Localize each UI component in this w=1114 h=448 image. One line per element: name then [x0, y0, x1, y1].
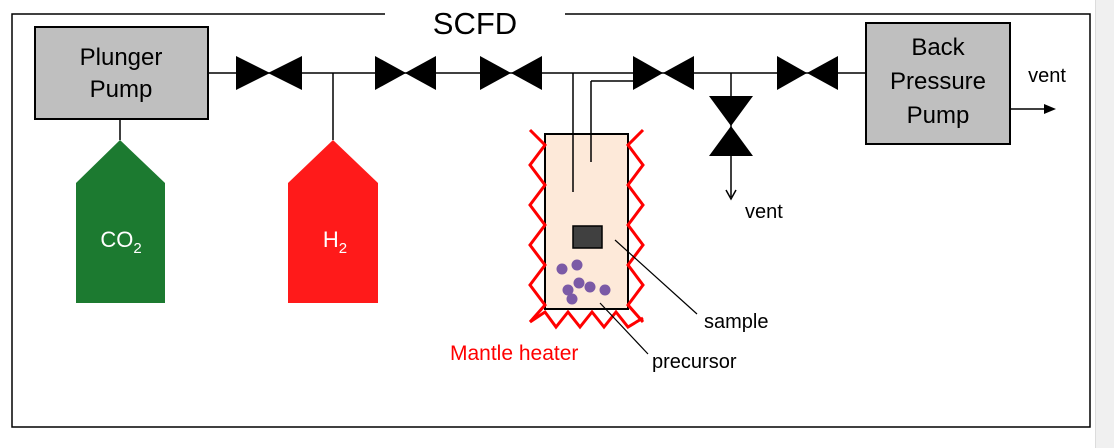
plunger-pump-label-2: Pump	[90, 76, 153, 103]
sample-block	[572, 225, 603, 249]
precursor-label: precursor	[652, 351, 737, 373]
valve-vent[interactable]	[709, 96, 753, 156]
mantle-heater-label: Mantle heater	[450, 342, 578, 365]
valve-3[interactable]	[480, 56, 542, 90]
back-pressure-pump-label-2: Pressure	[890, 68, 986, 95]
heater-bottom	[529, 309, 644, 330]
precursor-callout-line	[599, 302, 649, 355]
heater-right	[626, 128, 645, 323]
reactor-vessel	[544, 133, 629, 310]
h2-label: H2	[323, 227, 347, 257]
vent-bottom-label: vent	[745, 201, 783, 223]
h2-cylinder: H2	[288, 140, 378, 303]
vertical-scrollbar[interactable]	[1095, 0, 1114, 448]
valve-4[interactable]	[633, 56, 694, 90]
sample-callout-line	[614, 239, 698, 315]
vent-arrow-down	[725, 189, 737, 201]
valve-5[interactable]	[777, 56, 838, 90]
diagram-title: SCFD	[433, 6, 517, 41]
back-pressure-pump-label-1: Back	[911, 34, 965, 61]
heater-left	[528, 128, 547, 323]
valve-1[interactable]	[236, 56, 302, 90]
co2-cylinder: CO2	[76, 140, 165, 303]
valve-2[interactable]	[375, 56, 436, 90]
back-pressure-pump: Back Pressure Pump	[865, 22, 1011, 145]
plunger-pump: Plunger Pump	[34, 26, 209, 120]
plunger-pump-label-1: Plunger	[80, 44, 163, 71]
vent-right-label: vent	[1028, 65, 1066, 87]
back-pressure-pump-label-3: Pump	[907, 102, 970, 129]
sample-label: sample	[704, 311, 768, 333]
precursor-particles	[556, 259, 611, 305]
system-frame	[11, 13, 1091, 428]
vent-arrow-right	[1044, 104, 1056, 114]
co2-label: CO2	[100, 227, 141, 257]
